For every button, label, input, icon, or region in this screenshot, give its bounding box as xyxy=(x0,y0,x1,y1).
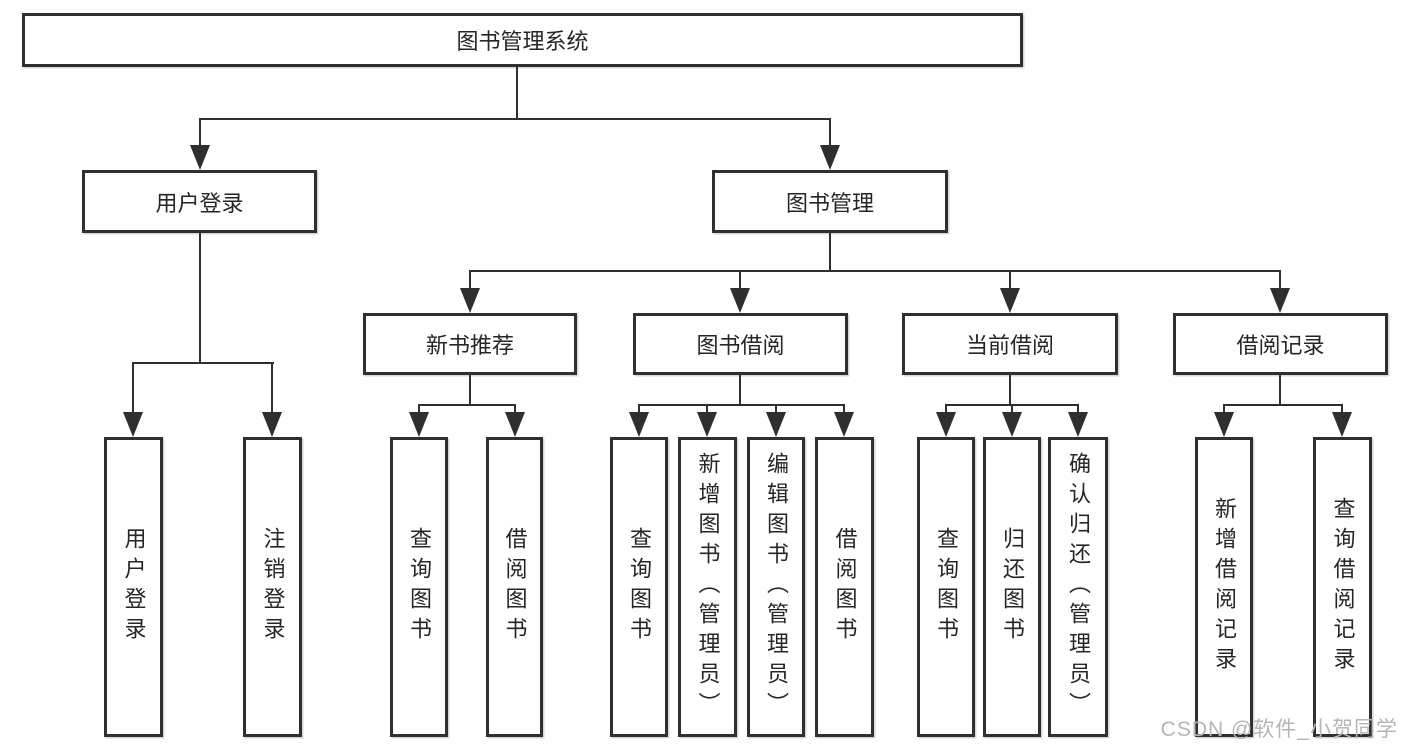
connector-line xyxy=(843,404,845,416)
arrow-down xyxy=(629,412,649,437)
connector-line xyxy=(1009,270,1011,290)
connector-line xyxy=(1279,375,1281,406)
leaf-add-books-admin: 新增图书（管理员） xyxy=(678,437,737,737)
connector-line xyxy=(199,118,201,147)
connector-line xyxy=(1223,404,1343,406)
node-user-login: 用户登录 xyxy=(82,170,317,233)
leaf-query-books-current: 查询图书 xyxy=(917,437,975,737)
arrow-down xyxy=(1000,288,1020,313)
leaf-query-books-borrowing: 查询图书 xyxy=(610,437,668,737)
node-book-management: 图书管理 xyxy=(712,170,948,233)
connector-line xyxy=(418,404,516,406)
connector-line xyxy=(739,375,741,406)
connector-line xyxy=(739,270,741,290)
arrow-down xyxy=(820,145,840,170)
leaf-borrow-books-recommend: 借阅图书 xyxy=(486,437,543,737)
connector-line xyxy=(775,404,777,416)
arrow-down xyxy=(123,412,143,437)
connector-line xyxy=(514,404,516,416)
connector-line xyxy=(469,270,1281,272)
leaf-query-books-recommend: 查询图书 xyxy=(390,437,448,737)
leaf-user-login: 用户登录 xyxy=(104,437,163,737)
csdn-watermark: CSDN @软件_小贺同学 xyxy=(1160,718,1398,741)
connector-line xyxy=(516,67,518,120)
arrow-down xyxy=(697,412,717,437)
connector-line xyxy=(638,404,640,416)
connector-line xyxy=(638,404,845,406)
arrow-down xyxy=(190,145,210,170)
arrow-down xyxy=(1002,412,1022,437)
leaf-edit-books-admin: 编辑图书（管理员） xyxy=(747,437,805,737)
arrow-down xyxy=(1332,412,1352,437)
node-new-book-recommendation: 新书推荐 xyxy=(363,313,577,375)
connector-line xyxy=(418,404,420,416)
connector-line xyxy=(1077,404,1079,416)
arrow-down xyxy=(1270,288,1290,313)
arrow-down xyxy=(936,412,956,437)
leaf-add-borrow-record: 新增借阅记录 xyxy=(1195,437,1253,737)
connector-line xyxy=(706,404,708,416)
leaf-return-books: 归还图书 xyxy=(983,437,1041,737)
connector-line xyxy=(469,375,471,406)
connector-line xyxy=(829,233,831,272)
node-borrowing-records: 借阅记录 xyxy=(1173,313,1388,375)
arrow-down xyxy=(834,412,854,437)
arrow-down xyxy=(409,412,429,437)
arrow-down xyxy=(730,288,750,313)
leaf-query-borrow-record: 查询借阅记录 xyxy=(1313,437,1372,737)
arrow-down xyxy=(460,288,480,313)
connector-line xyxy=(1279,270,1281,290)
arrow-down xyxy=(505,412,525,437)
connector-line xyxy=(1341,404,1343,416)
arrow-down xyxy=(1214,412,1234,437)
arrow-down xyxy=(1068,412,1088,437)
connector-line xyxy=(1011,404,1013,416)
connector-line xyxy=(1223,404,1225,416)
node-book-borrowing: 图书借阅 xyxy=(633,313,848,375)
arrow-down xyxy=(262,412,282,437)
node-library-system: 图书管理系统 xyxy=(22,13,1023,67)
connector-line xyxy=(945,404,947,416)
connector-line xyxy=(132,362,134,414)
node-current-borrowing: 当前借阅 xyxy=(902,313,1118,375)
leaf-confirm-return-admin: 确认归还（管理员） xyxy=(1048,437,1108,737)
connector-line xyxy=(132,362,274,364)
connector-line xyxy=(829,118,831,147)
connector-line xyxy=(469,270,471,290)
connector-line xyxy=(1009,375,1011,406)
connector-line xyxy=(199,233,201,364)
connector-line xyxy=(199,118,831,120)
arrow-down xyxy=(766,412,786,437)
connector-line xyxy=(271,362,273,414)
leaf-logout: 注销登录 xyxy=(243,437,302,737)
leaf-borrow-books-borrowing: 借阅图书 xyxy=(815,437,874,737)
